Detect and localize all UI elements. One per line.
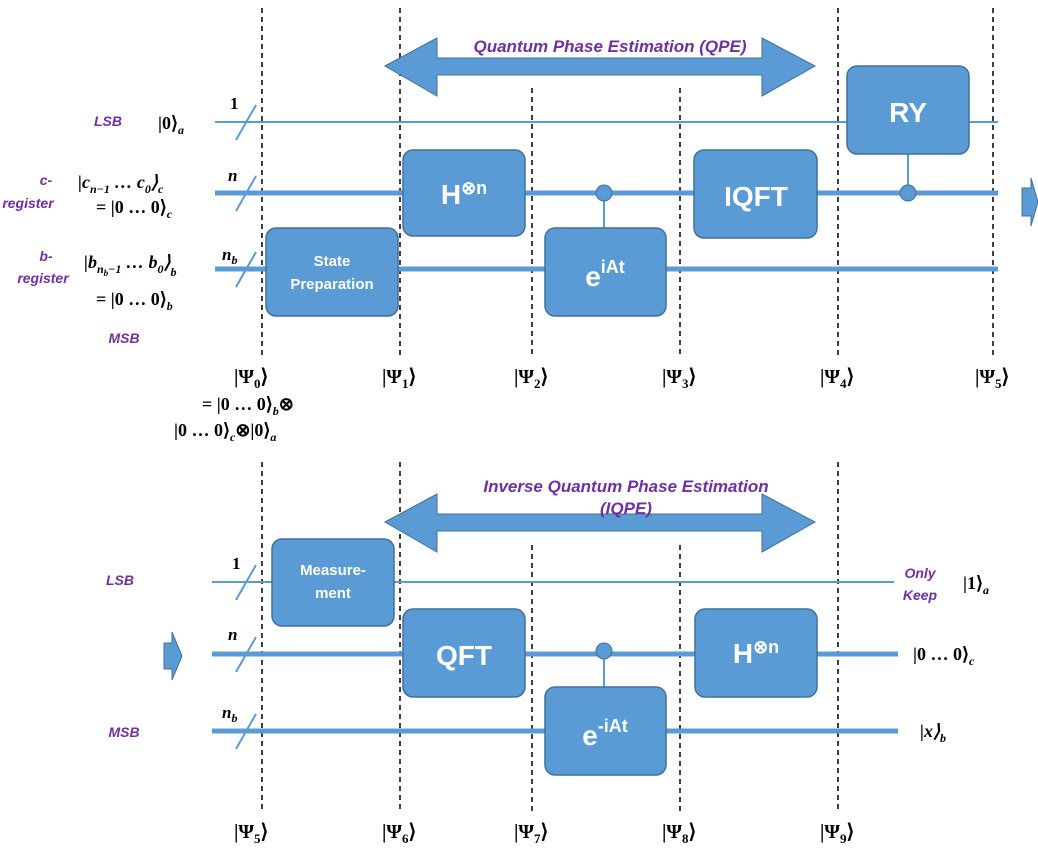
only-keep-label-2: Keep [903,587,938,603]
c-register-label-2: register [2,195,55,211]
measurement-gate: Measure- ment [271,538,395,627]
bottom-psi-5: |Ψ5⟩ [234,821,268,846]
top-psi-3: |Ψ3⟩ [662,366,696,391]
slash-a-bottom [235,564,257,601]
count-c: n [228,166,237,185]
state-prep-label-2: Preparation [290,276,373,293]
slash-b-bottom [235,713,257,750]
init-state-b-line1: |bnb−1 … b0⟩b [84,252,176,279]
count-c-bottom: n [228,625,237,644]
hadamard-gate-top: H⊗n [402,149,526,237]
exp-control-dot [595,184,613,202]
psi0-expansion-line1: = |0 … 0⟩b⊗ [202,394,294,418]
measurement-label-2: ment [315,585,351,602]
iqpe-title-2: (IQPE) [600,499,652,518]
qpe-double-arrow [383,37,817,97]
bottom-msb-label: MSB [108,724,139,740]
count-b-bottom: nb [222,703,237,725]
iqft-gate: IQFT [693,149,818,239]
bottom-psi-9: |Ψ9⟩ [820,821,854,846]
top-psi-0: |Ψ0⟩ [234,366,268,391]
continue-arrow-left [163,631,183,681]
exp-iat-label: eiAt [585,257,625,292]
init-state-c-line2: = |0 … 0⟩c [96,197,173,221]
output-c: |0 … 0⟩c [913,644,975,668]
qft-gate: QFT [402,608,526,698]
hadamard-label-top: H⊗n [441,178,487,210]
b-register-label-1: b- [39,248,53,264]
exp-neg-control-dot [595,642,613,660]
top-psi-1: |Ψ1⟩ [382,366,416,391]
continue-arrow-right [1021,177,1038,227]
init-state-a: |0⟩a [158,113,184,137]
only-keep-label-1: Only [904,565,936,581]
ry-gate: RY [846,65,970,155]
bottom-psi-6: |Ψ6⟩ [382,821,416,846]
ry-label: RY [889,97,927,128]
top-psi-4: |Ψ4⟩ [820,366,854,391]
top-psi-2: |Ψ2⟩ [514,366,548,391]
ry-control-dot [899,184,917,202]
init-state-b-line2: = |0 … 0⟩b [96,289,173,313]
top-psi-5: |Ψ5⟩ [975,366,1009,391]
count-a-bottom: 1 [232,554,241,573]
state-preparation-gate: State Preparation [265,227,399,317]
count-a: 1 [230,94,239,113]
slash-c-bottom [235,636,257,673]
exp-neg-iat-gate: e-iAt [544,686,667,776]
top-circuit: Quantum Phase Estimation (QPE) 1 n nb LS… [2,8,1038,444]
iqpe-title-1: Inverse Quantum Phase Estimation [483,477,768,496]
slash-a [235,104,257,141]
hadamard-gate-bottom: H⊗n [694,608,818,698]
top-lsb-label: LSB [94,113,122,129]
b-register-label-2: register [17,270,70,286]
output-b: |x⟩b [920,721,946,745]
exp-iat-gate: eiAt [544,227,667,317]
iqft-label: IQFT [724,181,788,212]
qft-label: QFT [436,640,492,671]
count-b: nb [222,245,237,267]
bottom-circuit: Inverse Quantum Phase Estimation (IQPE) … [106,462,989,846]
bottom-lsb-label: LSB [106,572,134,588]
hadamard-label-bottom: H⊗n [733,637,779,669]
slash-c [235,175,257,212]
slash-b [235,251,257,288]
iqpe-double-arrow [383,493,817,553]
exp-neg-iat-label: e-iAt [582,716,628,751]
measurement-label-1: Measure- [300,562,366,579]
c-register-label-1: c- [40,172,53,188]
top-msb-label: MSB [108,330,139,346]
bottom-psi-7: |Ψ7⟩ [514,821,548,846]
qpe-title: Quantum Phase Estimation (QPE) [474,37,747,56]
state-prep-label-1: State [314,253,351,270]
psi0-expansion-line2: |0 … 0⟩c⊗|0⟩a [174,420,276,444]
output-a: |1⟩a [963,573,989,597]
bottom-psi-8: |Ψ8⟩ [662,821,696,846]
init-state-c-line1: |cn−1 … c0⟩c [78,172,164,196]
